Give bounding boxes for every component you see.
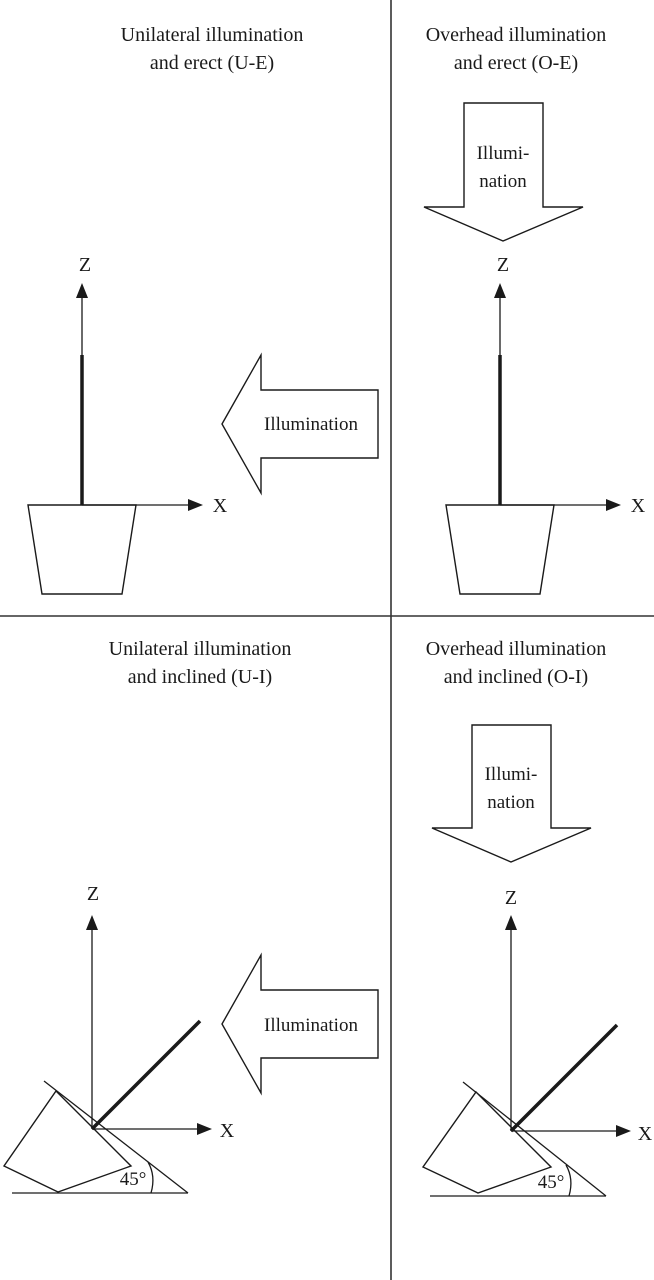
plant-stem xyxy=(90,1019,202,1131)
plant-pot xyxy=(2,1089,133,1193)
illumination-arrow xyxy=(221,952,379,1096)
panel-title-line2: and inclined (U-I) xyxy=(128,666,272,688)
panel-title-line2: and inclined (O-I) xyxy=(444,666,588,688)
z-axis-arrowhead xyxy=(86,915,98,930)
plant-stem xyxy=(509,1023,619,1133)
z-axis-arrowhead xyxy=(505,915,517,930)
angle-arc xyxy=(147,1161,154,1194)
z-axis-label: Z xyxy=(497,254,509,276)
x-axis-arrowhead xyxy=(188,499,203,511)
illumination-label-line1: Illumi- xyxy=(477,143,530,164)
x-axis-label: X xyxy=(213,495,228,517)
illumination-arrow xyxy=(431,724,592,863)
incline-line xyxy=(43,1080,189,1194)
x-axis-label: X xyxy=(220,1120,235,1142)
panel-overhead-erect: Overhead illumination and erect (O-E) Il… xyxy=(423,24,646,595)
panel-title-line1: Unilateral illumination xyxy=(109,638,292,660)
x-axis-arrowhead xyxy=(197,1123,212,1135)
plant-pot xyxy=(421,1090,553,1194)
illumination-label: Illumination xyxy=(264,414,358,435)
panel-title-line2: and erect (U-E) xyxy=(150,52,274,74)
x-axis-label: X xyxy=(631,495,646,517)
illumination-label-line2: nation xyxy=(479,171,527,192)
panel-unilateral-inclined: Unilateral illumination and inclined (U-… xyxy=(2,638,379,1194)
plant-pot xyxy=(445,504,555,595)
illumination-label: Illumination xyxy=(264,1015,358,1036)
panel-overhead-inclined: Overhead illumination and inclined (O-I)… xyxy=(421,638,653,1197)
z-axis-label: Z xyxy=(87,883,99,905)
x-axis-label: X xyxy=(638,1123,653,1145)
panel-title-line2: and erect (O-E) xyxy=(454,52,578,74)
angle-arc xyxy=(565,1164,572,1197)
illumination-label-line1: Illumi- xyxy=(485,764,538,785)
panel-title-line1: Overhead illumination xyxy=(426,24,607,46)
illumination-arrow xyxy=(423,102,584,242)
z-axis-label: Z xyxy=(79,254,91,276)
illumination-label-line2: nation xyxy=(487,792,535,813)
x-axis-arrowhead xyxy=(606,499,621,511)
angle-label: 45° xyxy=(538,1172,565,1193)
angle-label: 45° xyxy=(120,1169,147,1190)
x-axis-arrowhead xyxy=(616,1125,631,1137)
panel-unilateral-erect: Unilateral illumination and erect (U-E) … xyxy=(27,24,379,595)
panel-title-line1: Unilateral illumination xyxy=(121,24,304,46)
plant-pot xyxy=(27,504,137,595)
illumination-arrow xyxy=(221,352,379,496)
incline-line xyxy=(462,1081,607,1197)
z-axis-label: Z xyxy=(505,887,517,909)
z-axis-arrowhead xyxy=(76,283,88,298)
z-axis-arrowhead xyxy=(494,283,506,298)
panel-title-line1: Overhead illumination xyxy=(426,638,607,660)
